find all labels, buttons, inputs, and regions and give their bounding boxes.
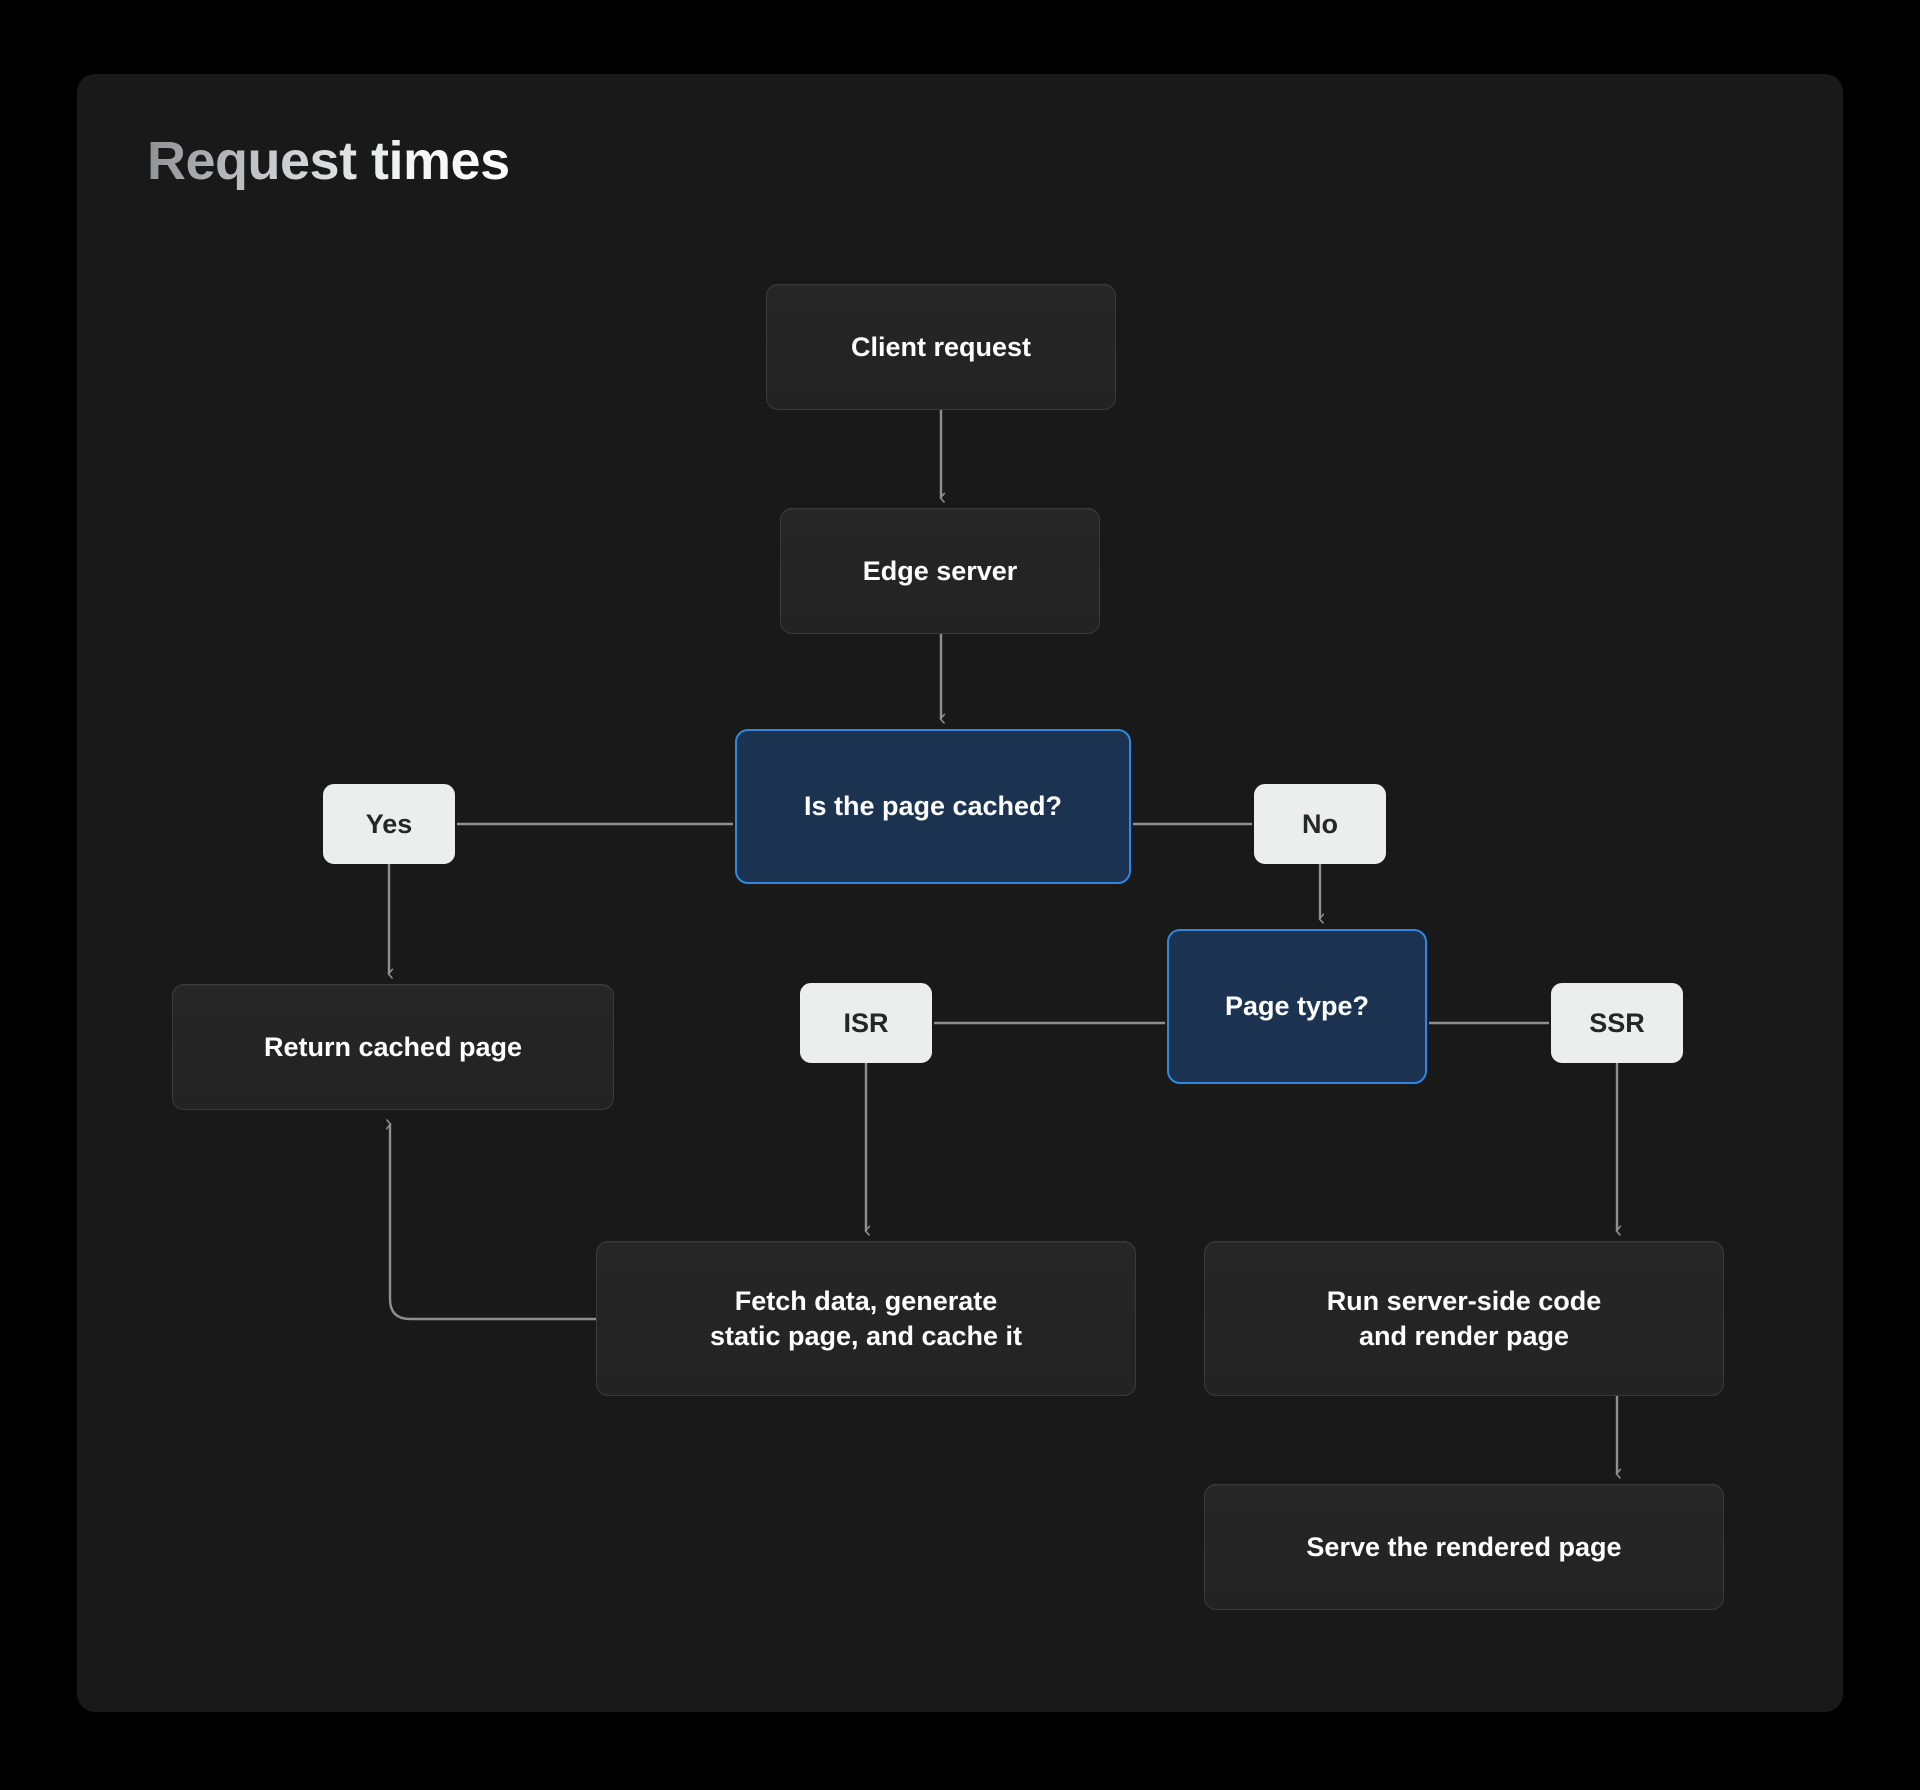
node-run-server-side-code[interactable]: Run server-side code and render page	[1204, 1241, 1724, 1396]
node-fetch-data-generate-static-page[interactable]: Fetch data, generate static page, and ca…	[596, 1241, 1136, 1396]
node-serve-the-rendered-page[interactable]: Serve the rendered page	[1204, 1484, 1724, 1610]
edge-label-no[interactable]: No	[1254, 784, 1386, 864]
edge-label-isr[interactable]: ISR	[800, 983, 932, 1063]
diagram-card: Request times	[77, 74, 1843, 1712]
node-client-request[interactable]: Client request	[766, 284, 1116, 410]
node-is-the-page-cached[interactable]: Is the page cached?	[735, 729, 1131, 884]
node-return-cached-page[interactable]: Return cached page	[172, 984, 614, 1110]
edge-label-ssr[interactable]: SSR	[1551, 983, 1683, 1063]
node-page-type[interactable]: Page type?	[1167, 929, 1427, 1084]
node-edge-server[interactable]: Edge server	[780, 508, 1100, 634]
edge-fetch-data-to-return-cached	[390, 1124, 596, 1321]
edge-label-yes[interactable]: Yes	[323, 784, 455, 864]
page-title: Request times	[147, 131, 510, 191]
